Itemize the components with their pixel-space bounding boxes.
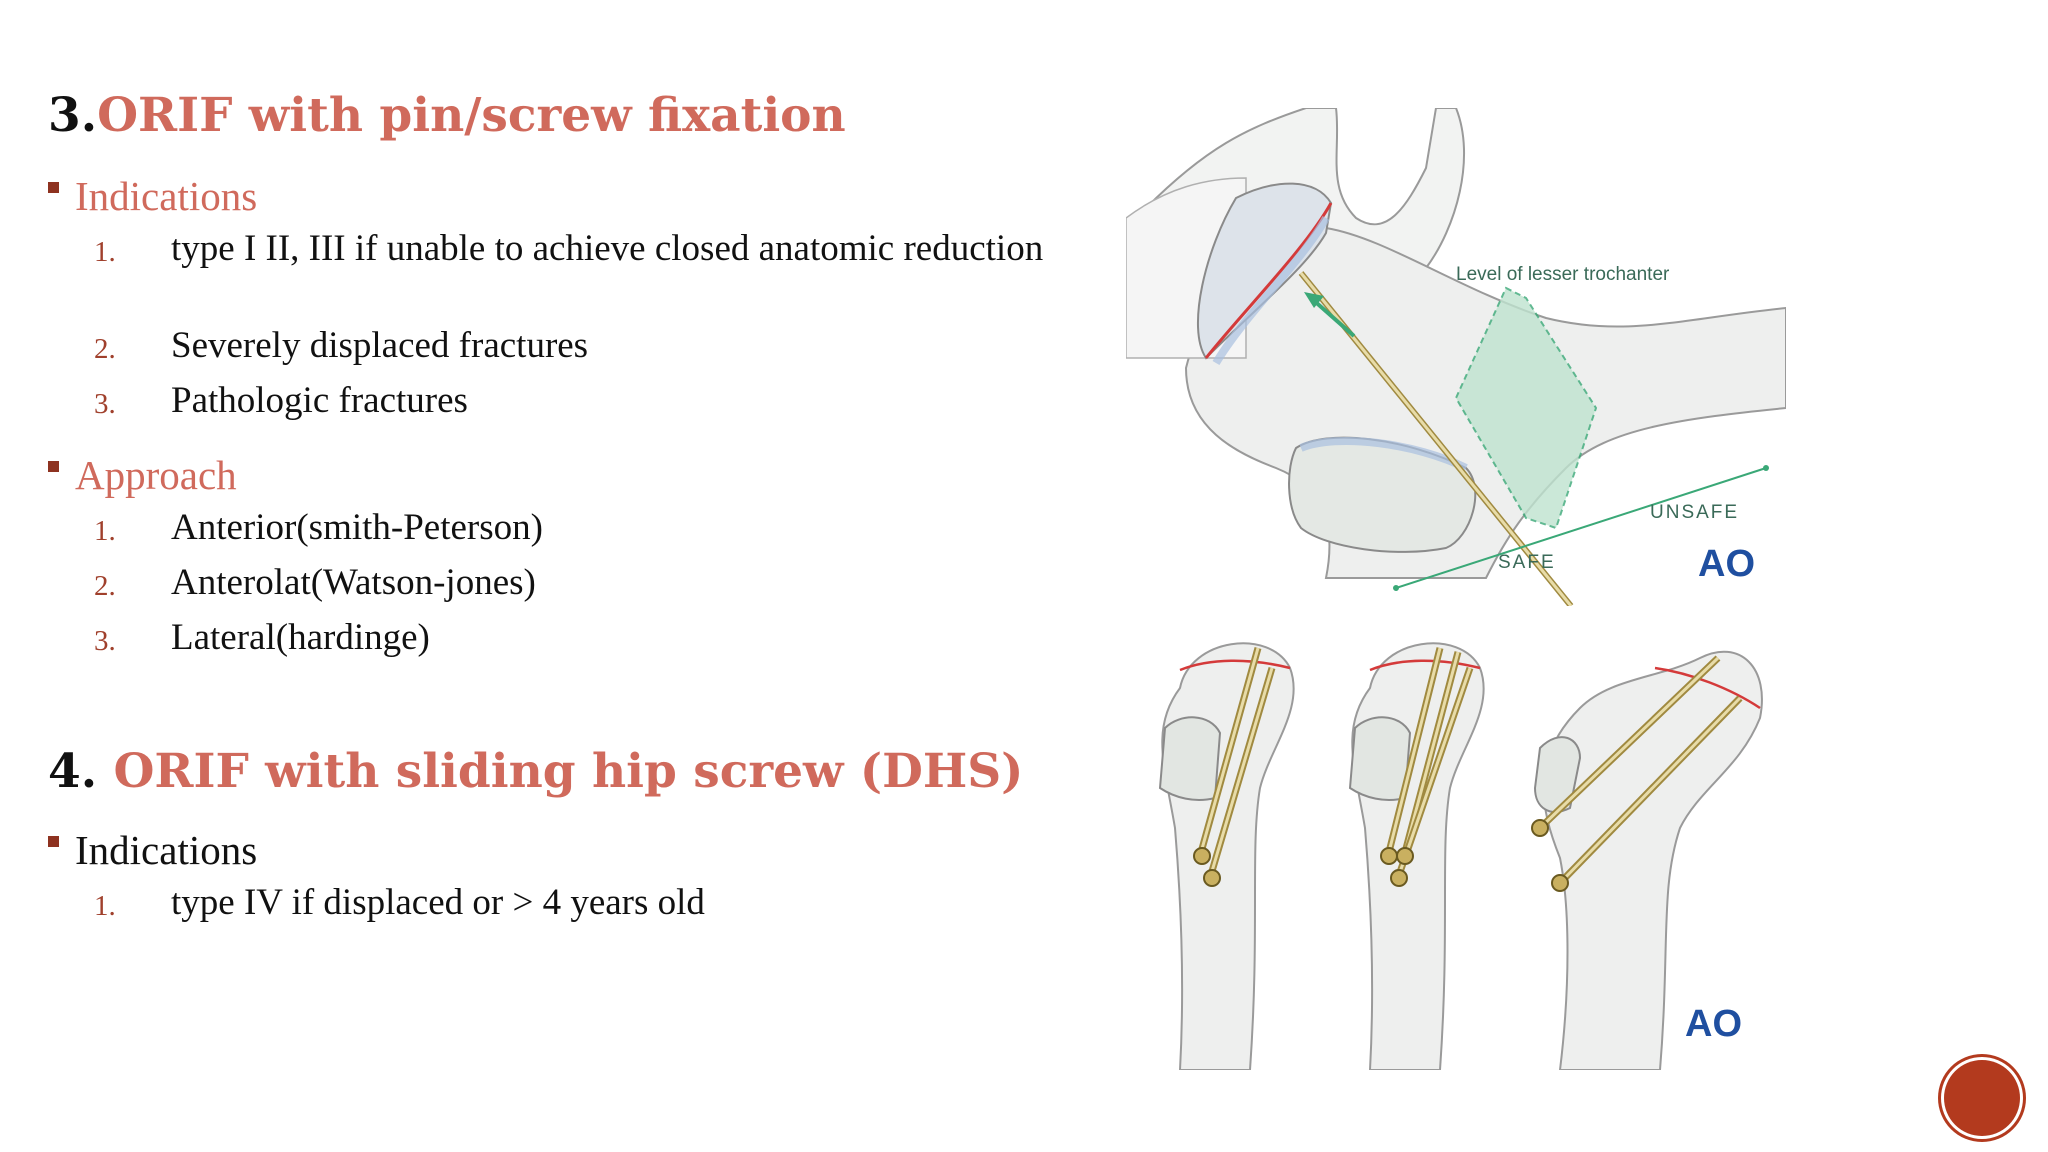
- square-bullet-icon: [48, 461, 59, 472]
- section-3-title: 3.ORIF with pin/screw fixation: [48, 92, 846, 139]
- level-label: Level of lesser trochanter: [1456, 264, 1670, 285]
- section-3-number: 3.: [48, 88, 98, 143]
- square-bullet-icon: [48, 182, 59, 193]
- section-4-title-text: ORIF with sliding hip screw (DHS): [113, 744, 1024, 799]
- section-3-title-text: ORIF with pin/screw fixation: [97, 88, 846, 143]
- section-4-title: 4. ORIF with sliding hip screw (DHS): [48, 748, 1023, 795]
- femur-1: [1158, 642, 1295, 1070]
- femur-3: [1531, 650, 1763, 1070]
- section-4-number: 4.: [48, 744, 98, 799]
- ao-logo: AO: [1698, 543, 1755, 585]
- square-bullet-icon: [48, 836, 59, 847]
- approach-heading: Approach: [48, 455, 237, 496]
- safe-label: SAFE: [1498, 552, 1556, 573]
- hip-pin-fixation-illustration: Level of lesser trochanter UNSAFE SAFE A…: [1126, 108, 1786, 606]
- screw-fixation-variants-illustration: AO: [1140, 628, 1780, 1070]
- unsafe-label: UNSAFE: [1650, 502, 1739, 523]
- ao-logo: AO: [1685, 1003, 1742, 1045]
- femur-2: [1348, 642, 1485, 1070]
- indications-heading: Indications: [48, 830, 257, 871]
- page-badge: [1944, 1060, 2020, 1136]
- indications-heading: Indications: [48, 176, 257, 217]
